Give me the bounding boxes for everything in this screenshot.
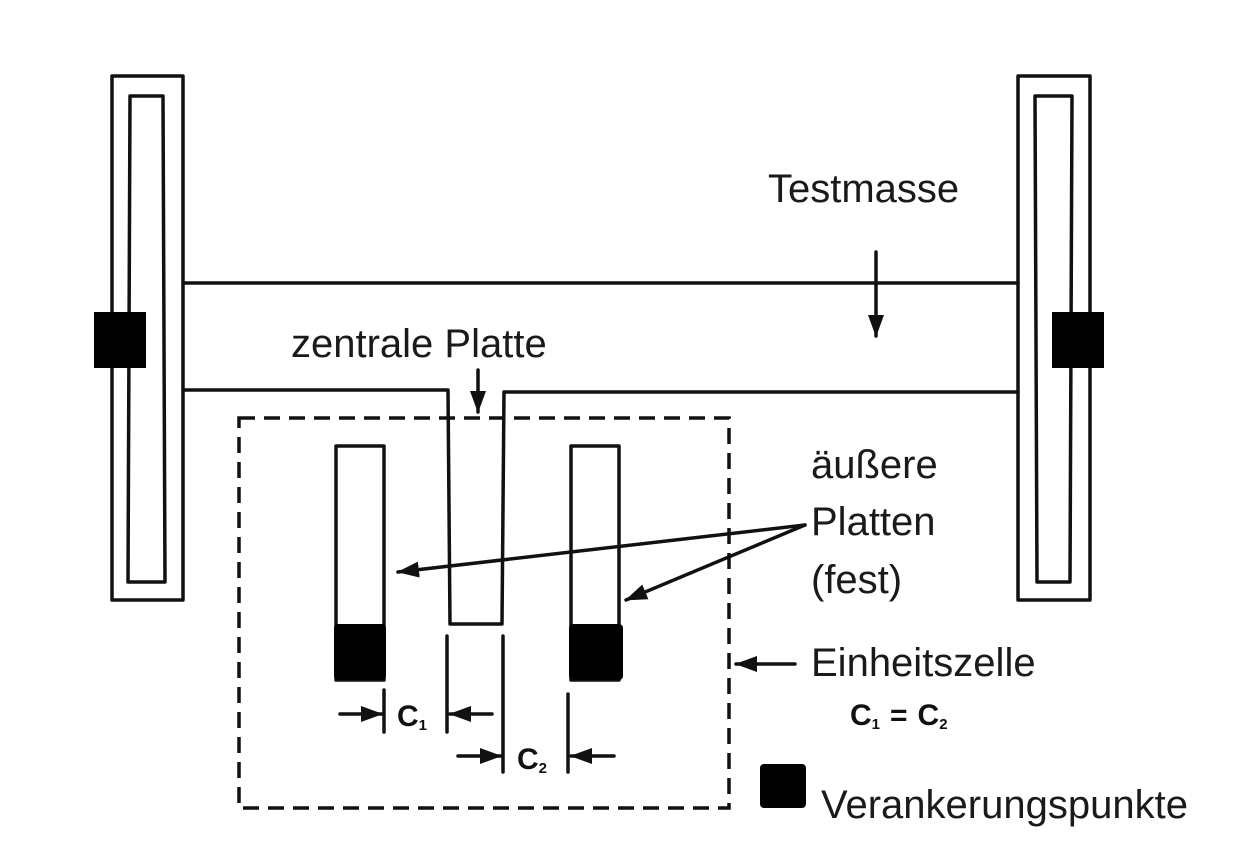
c1-label: C1 (397, 700, 427, 734)
unit-cell-label: Einheitszelle (811, 641, 1036, 685)
test-mass-beam (181, 281, 1020, 626)
outer-plates-label-line1: äußere (811, 443, 938, 487)
c1-dimension (338, 634, 494, 734)
right-anchor-block (1052, 312, 1104, 368)
outer-plate-arrow-right (624, 523, 807, 602)
left-spring-frame (94, 74, 185, 602)
outer-plates-label-line3: (fest) (811, 558, 902, 602)
left-plate-anchor (334, 624, 386, 680)
left-outer-plate (334, 444, 386, 682)
capacitance-equation: C1=C2 (850, 699, 948, 733)
right-outer-plate (569, 444, 623, 682)
central-plate-label: zentrale Platte (291, 322, 547, 366)
outer-plate-arrow-left (396, 523, 807, 578)
c2-dimension (456, 634, 616, 774)
unit-cell-box (237, 416, 731, 810)
left-anchor-block (94, 312, 146, 368)
right-spring-frame (1016, 74, 1104, 602)
outer-plates-label-line2: Platten (811, 500, 936, 544)
anchor-points-label: Verankerungspunkte (821, 783, 1188, 827)
c2-label: C2 (517, 743, 547, 777)
test-mass-label: Testmasse (768, 167, 959, 211)
anchor-legend-swatch (760, 764, 806, 808)
right-plate-anchor (569, 624, 623, 680)
